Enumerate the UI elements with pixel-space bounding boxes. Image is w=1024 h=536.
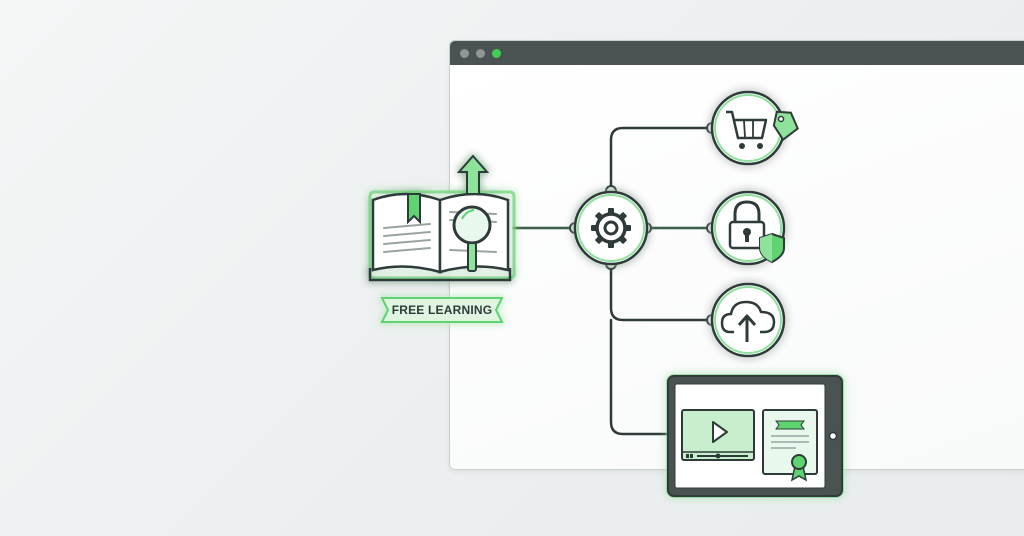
free-learning-badge: FREE LEARNING bbox=[382, 297, 502, 323]
cloud-upload-icon bbox=[710, 282, 786, 358]
up-arrow-icon bbox=[456, 154, 490, 195]
tablet-home-button bbox=[828, 431, 838, 441]
price-tag-icon bbox=[772, 110, 799, 142]
gear-icon bbox=[591, 208, 631, 248]
line-gear-to-tablet bbox=[609, 318, 670, 436]
window-dot-maximize[interactable] bbox=[492, 49, 501, 58]
line-gear-to-cloud bbox=[609, 262, 714, 322]
shopping-cart-icon bbox=[710, 90, 786, 166]
certificate-icon bbox=[762, 409, 818, 482]
badge-label: FREE LEARNING bbox=[391, 303, 493, 317]
magnifier-icon bbox=[452, 205, 492, 245]
window-titlebar bbox=[450, 41, 1024, 65]
video-player-icon bbox=[681, 409, 755, 461]
window-dot-close[interactable] bbox=[460, 49, 469, 58]
play-icon bbox=[712, 421, 728, 443]
window-dot-minimize[interactable] bbox=[476, 49, 485, 58]
open-book-icon bbox=[368, 154, 516, 282]
line-gear-to-cart bbox=[609, 126, 714, 193]
ribbon-shape bbox=[380, 297, 504, 323]
shield-icon bbox=[759, 232, 785, 264]
